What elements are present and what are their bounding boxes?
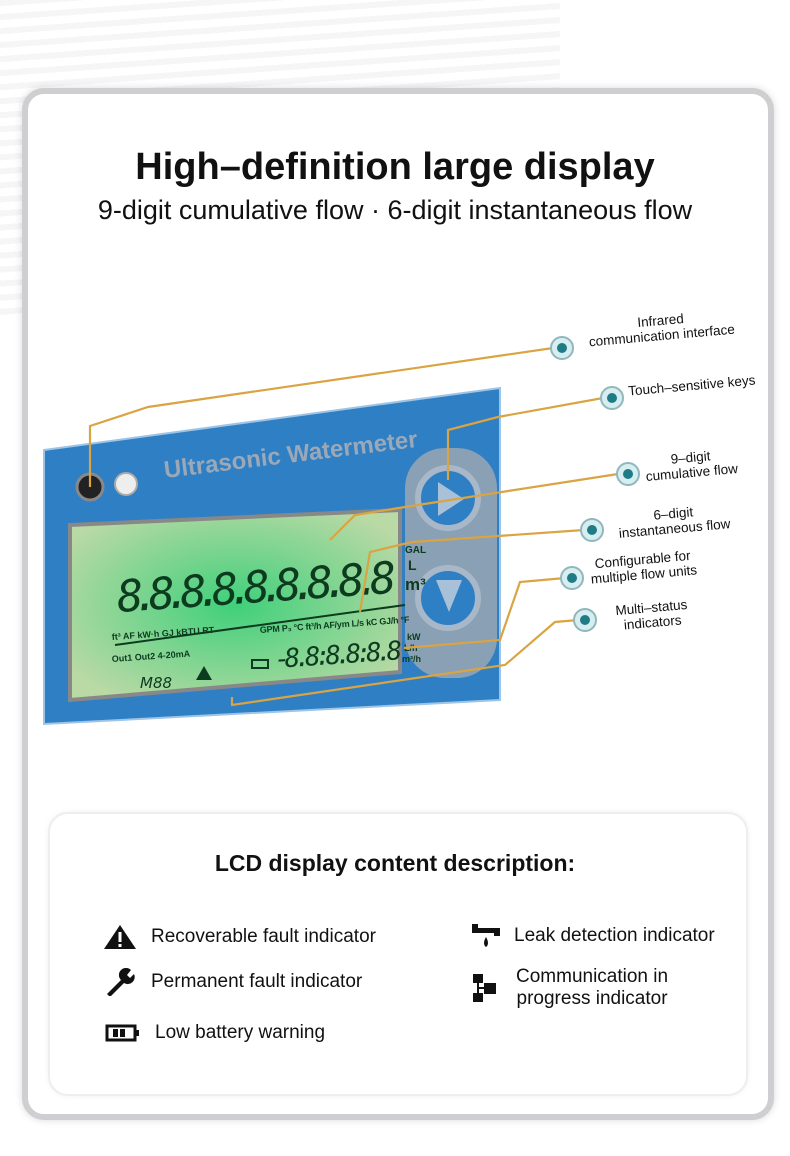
mode-label: M88 — [140, 674, 172, 692]
wrench-icon — [107, 968, 135, 996]
instant-unit-m3h: m³/h — [402, 654, 421, 664]
lcd-divider — [114, 604, 406, 646]
legend-item-communication: Communication in progress indicator — [472, 966, 668, 1010]
triangle-down-icon — [436, 580, 462, 612]
lcd-warning-icon — [196, 666, 212, 680]
legend-label: Leak detection indicator — [514, 925, 715, 946]
legend-item-low-battery: Low battery warning — [105, 1022, 325, 1044]
marker-keys — [600, 386, 624, 410]
key-down-button[interactable] — [415, 565, 481, 631]
marker-cumulative — [616, 462, 640, 486]
legend-title: LCD display content description: — [214, 850, 576, 876]
legend-item-leak-detection: Leak detection indicator — [470, 922, 715, 950]
marker-status — [573, 608, 597, 632]
marker-infrared — [550, 336, 574, 360]
page-subtitle: 9-digit cumulative flow · 6-digit instan… — [97, 195, 693, 225]
meter-diagram: Ultrasonic Watermeter 8.8.8.8.8.8.8.8.8 … — [43, 336, 640, 726]
legend-label: Low battery warning — [155, 1022, 326, 1043]
battery-icon — [105, 1024, 139, 1042]
cumulative-unit-m3: m³ — [405, 575, 426, 594]
cumulative-unit-l: L — [408, 557, 417, 573]
instant-unit-kw: kW — [407, 632, 421, 642]
legend-label: Permanent fault indicator — [151, 971, 363, 992]
communication-icon — [473, 974, 496, 1002]
infrared-port-light — [114, 472, 138, 496]
leak-pipe-icon — [472, 924, 500, 947]
callout-lines — [88, 346, 619, 707]
callout-status-indicators: Multi–status indicators — [614, 596, 688, 633]
callout-markers — [550, 336, 640, 632]
lcd-battery-icon — [251, 659, 269, 669]
legend-item-recoverable-fault: Recoverable fault indicator — [103, 924, 376, 950]
marker-instant — [580, 518, 604, 542]
cumulative-unit-gal: GAL — [405, 545, 426, 556]
legend-label: Recoverable fault indicator — [151, 926, 376, 947]
legend-label: Communication in progress indicator — [516, 966, 669, 1009]
warning-triangle-icon — [104, 925, 136, 949]
page-title: High–definition large display — [135, 146, 655, 188]
marker-units — [560, 566, 584, 590]
legend-box — [48, 812, 748, 1096]
legend-item-permanent-fault: Permanent fault indicator — [103, 968, 362, 996]
lcd-screen — [68, 507, 402, 703]
